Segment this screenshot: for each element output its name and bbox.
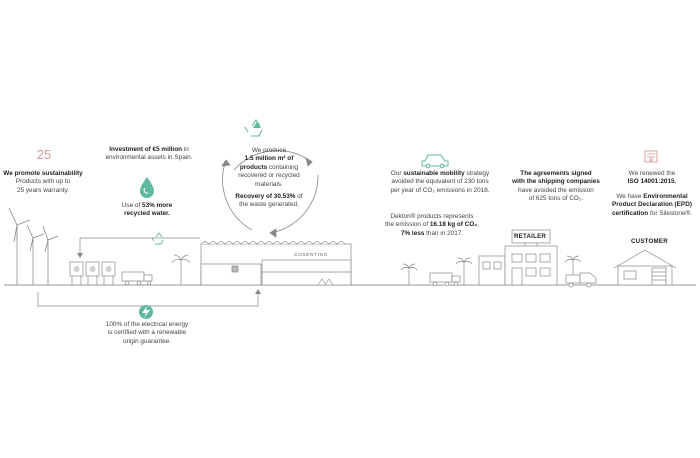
dekton-line2: the emission of 16.18 kg of CO₂, xyxy=(385,221,479,229)
products-line2: 1.5 million m² of xyxy=(244,155,294,163)
shipping-text: The agreements signed with the shipping … xyxy=(506,170,606,204)
recycling-cycle-arrows xyxy=(221,150,319,238)
iso-line3: We have Environmental xyxy=(616,192,688,200)
silos-icon xyxy=(69,261,116,285)
customer-label: CUSTOMER xyxy=(631,238,668,245)
products-text: We produce 1.5 million m² of products co… xyxy=(234,147,304,210)
water-line2: recycled water. xyxy=(124,210,170,218)
water-text: Use of 53% more recycled water. xyxy=(114,202,180,219)
truck-icon xyxy=(121,271,153,286)
shipping-line1: The agreements signed xyxy=(520,170,592,177)
energy-line2: is certified with a renewable xyxy=(107,329,187,337)
products-line5: materials. xyxy=(255,180,283,188)
wind-turbine-icon xyxy=(8,207,59,285)
products-line3: products containing xyxy=(239,163,299,171)
mobility-line1: Our sustainable mobility strategy xyxy=(390,170,490,177)
customer-house xyxy=(613,249,677,286)
shipping-line3: have avoided the emission xyxy=(518,186,594,194)
products-line1: We produce xyxy=(251,147,287,154)
mobility-line2: avoided the equivalent of 230 tons xyxy=(391,178,489,186)
lightning-icon xyxy=(139,305,153,319)
investment-text: Investment of €5 million in environmenta… xyxy=(104,146,194,163)
iso-line1: We renewed the xyxy=(628,170,676,177)
products-line6: Recovery of 30.53% of xyxy=(235,193,303,201)
warranty-text: We promote sustainability Products with … xyxy=(2,170,84,195)
material-pile-icon xyxy=(317,278,334,286)
warranty-badge-number: 25 xyxy=(36,147,52,162)
warranty-line3: 25 years warranty. xyxy=(16,186,70,194)
iso-line2: ISO 14001:2015. xyxy=(627,178,677,186)
pickup-truck-icon xyxy=(565,272,597,288)
investment-line1: Investment of €5 million in xyxy=(109,146,189,153)
recycle-small-icon xyxy=(151,232,164,245)
dekton-line1: Dekton® products represents xyxy=(390,213,474,220)
iso-text: We renewed the ISO 14001:2015. We have E… xyxy=(608,170,696,218)
water-drop-icon xyxy=(140,177,154,198)
factory-building xyxy=(200,240,352,286)
investment-line2: environmental assets in Spain. xyxy=(105,154,193,162)
warranty-line2: Products with up to xyxy=(15,178,71,186)
mobility-line3: per year of CO₂ emissions in 2018. xyxy=(390,186,490,194)
warranty-line1: We promote sustainability xyxy=(3,170,83,177)
products-line4: recovered or recycled xyxy=(238,172,300,180)
energy-line1: 100% of the electrical energy xyxy=(105,321,189,328)
dekton-text: Dekton® products represents the emission… xyxy=(382,213,482,238)
mobility-text: Our sustainable mobility strategy avoide… xyxy=(384,170,496,195)
products-line7: the waste generated. xyxy=(239,201,299,209)
iso-line5: certification for Silestone®. xyxy=(611,209,693,217)
iso-line4: Product Declaration (EPD) xyxy=(612,201,692,209)
retailer-building xyxy=(478,229,558,286)
palm-tree-icon xyxy=(171,254,582,285)
factory-sign: COSENTINO xyxy=(294,253,328,258)
car-icon xyxy=(421,154,449,169)
energy-text: 100% of the electrical energy is certifi… xyxy=(100,321,194,346)
shipping-line4: of 625 tons of CO₂. xyxy=(528,195,584,203)
recycle-icon xyxy=(244,119,263,137)
dekton-line3: 7% less than in 2017. xyxy=(400,229,464,237)
energy-line3: origin guarantee. xyxy=(123,337,171,345)
shipping-line2: with the shipping companies xyxy=(512,178,600,186)
certificate-icon xyxy=(644,150,658,163)
delivery-truck-icon xyxy=(429,272,461,287)
retailer-sign: RETAILER xyxy=(514,233,547,240)
water-line1: Use of 53% more xyxy=(121,202,173,209)
